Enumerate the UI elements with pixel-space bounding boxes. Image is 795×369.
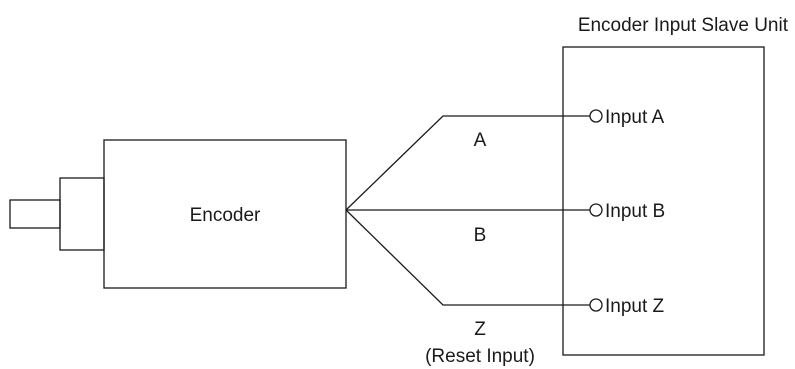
input-b-label: Input B bbox=[605, 201, 665, 222]
signal-z-label: Z bbox=[474, 319, 486, 340]
signal-z-note: (Reset Input) bbox=[425, 346, 535, 367]
signal-a-label: A bbox=[474, 130, 487, 151]
encoder-label: Encoder bbox=[190, 205, 261, 226]
input-a-label: Input A bbox=[605, 107, 664, 128]
slave-unit-title: Encoder Input Slave Unit bbox=[578, 15, 789, 36]
wire-a bbox=[345, 115, 590, 211]
signal-b-label: B bbox=[474, 225, 487, 246]
input-z-label: Input Z bbox=[605, 296, 665, 317]
terminal-z bbox=[589, 298, 603, 312]
encoder-body bbox=[103, 139, 347, 289]
encoder-flange bbox=[59, 177, 105, 251]
wire-z bbox=[345, 209, 590, 306]
encoder-shaft bbox=[9, 199, 61, 229]
terminal-a bbox=[589, 109, 603, 123]
terminal-b bbox=[589, 203, 603, 217]
slave-unit-box bbox=[562, 46, 765, 356]
